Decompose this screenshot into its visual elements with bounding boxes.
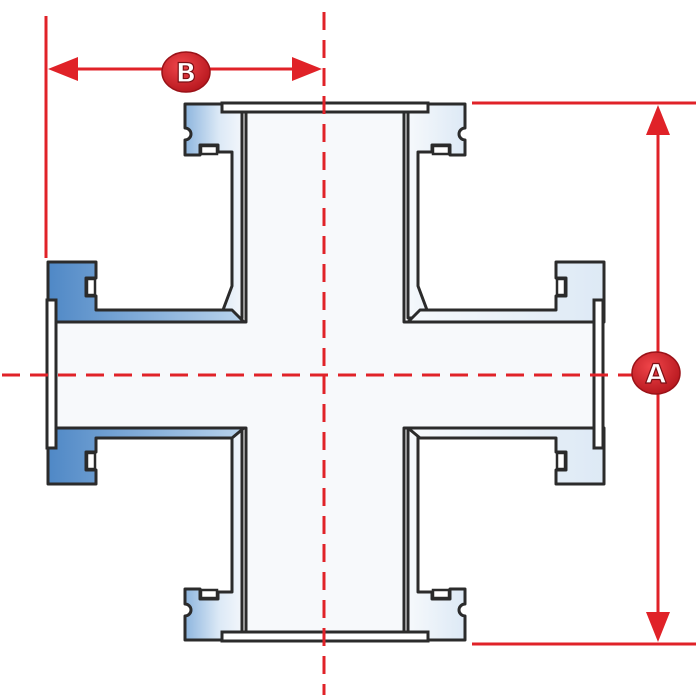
label-a-badge: A (631, 351, 681, 395)
slot-right-upper (555, 277, 567, 297)
slot-bottom-right (431, 588, 451, 600)
slot-left-upper (85, 277, 97, 297)
dim-b-arrow-left (48, 57, 78, 81)
slot-bottom-left (199, 588, 219, 600)
slot-top-left (199, 144, 219, 156)
dim-b-arrow-right (292, 57, 322, 81)
left-face-plate (45, 298, 58, 450)
top-left-flange (183, 102, 244, 320)
top-right-flange (406, 102, 467, 320)
left-flange-lower (46, 426, 246, 486)
dim-a-arrow-top (646, 105, 670, 135)
dim-a-arrow-bottom (646, 612, 670, 642)
right-flange-lower (406, 426, 606, 486)
left-flange-upper (46, 260, 246, 324)
right-flange-upper (406, 260, 606, 324)
label-a-text: A (646, 359, 667, 390)
slot-left-lower (85, 451, 97, 471)
label-b-badge: B (161, 51, 211, 93)
label-b-text: B (176, 58, 197, 89)
slot-right-lower (555, 451, 567, 471)
slot-top-right (431, 144, 451, 156)
